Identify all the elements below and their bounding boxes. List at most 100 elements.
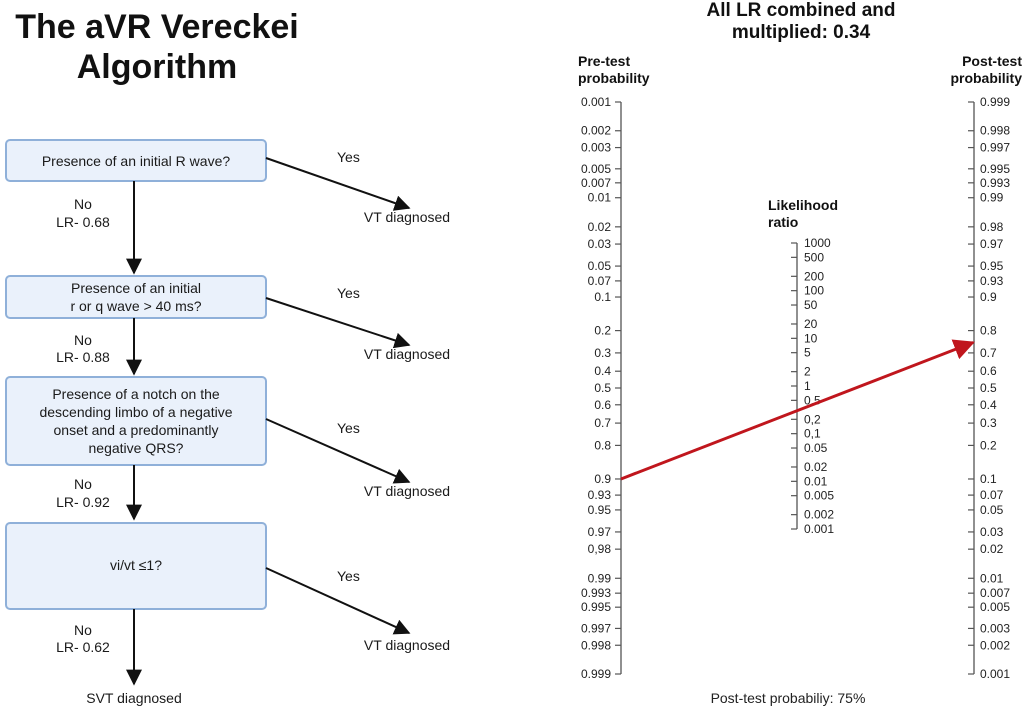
lr-tick-label: 1000 [804,236,831,250]
posttest-tick-label: 0.2 [980,438,997,452]
no-label: No [74,622,92,638]
posttest-tick-label: 0.993 [980,176,1010,190]
posttest-tick-label: 0.001 [980,667,1010,681]
posttest-tick-label: 0.7 [980,346,997,360]
yes-label: Yes [337,568,360,584]
pretest-tick-label: 0.9 [594,472,611,486]
pretest-tick-label: 0.005 [581,162,611,176]
pretest-tick-label: 0.001 [581,95,611,109]
nomogram-title-line-2: multiplied: 0.34 [732,22,871,43]
nomogram-title-line-1: All LR combined and [707,0,896,21]
question-text: descending limbo of a negative [39,404,232,420]
pretest-tick-label: 0.03 [588,237,612,251]
yes-label: Yes [337,285,360,301]
pretest-tick-label: 0.1 [594,290,611,304]
lr-tick-label: 0.001 [804,522,834,536]
question-text: r or q wave > 40 ms? [70,298,201,314]
no-label: No [74,196,92,212]
posttest-tick-label: 0.9 [980,290,997,304]
pretest-tick-label: 0.97 [588,525,612,539]
no-label: No [74,332,92,348]
pretest-tick-label: 0.007 [581,176,611,190]
vt-diagnosed-label: VT diagnosed [364,209,450,225]
flowchart-title-line-2: Algorithm [77,48,238,86]
pretest-ticks: 0.0010.0020.0030.0050.0070.010.020.030.0… [581,95,621,681]
pretest-tick-label: 0.997 [581,621,611,635]
pretest-tick-label: 0.01 [588,191,612,205]
vt-diagnosed-label: VT diagnosed [364,637,450,653]
pretest-tick-label: 0.999 [581,667,611,681]
lr-tick-label: 0.05 [804,441,828,455]
pretest-tick-label: 0.05 [588,259,612,273]
posttest-tick-label: 0.05 [980,503,1004,517]
posttest-tick-label: 0.005 [980,600,1010,614]
pretest-tick-label: 0.2 [594,324,611,338]
lr-axis-title: Likelihood [768,197,838,213]
pretest-tick-label: 0.6 [594,398,611,412]
posttest-axis-title: Post-test [962,53,1022,69]
posttest-tick-label: 0.5 [980,381,997,395]
pretest-tick-label: 0.998 [581,638,611,652]
pretest-tick-label: 0.93 [588,488,612,502]
lr-tick-label: 10 [804,331,818,345]
lr-label: LR- 0.62 [56,639,110,655]
flow-step-4: vi/vt ≤1? Yes VT diagnosed No LR- 0.62 [5,522,450,686]
pretest-tick-label: 0.002 [581,124,611,138]
question-text: Presence of an initial R wave? [42,153,231,169]
yes-arrow [265,567,411,635]
posttest-tick-label: 0.002 [980,638,1010,652]
lr-tick-label: 5 [804,346,811,360]
lr-tick-label: 200 [804,269,824,283]
lr-tick-label: 0,1 [804,427,821,441]
lr-tick-label: 2 [804,365,811,379]
yes-arrow [265,297,411,349]
lr-axis-title: ratio [768,214,798,230]
pretest-tick-label: 0.95 [588,503,612,517]
lr-label: LR- 0.88 [56,349,110,365]
posttest-tick-label: 0.02 [980,542,1004,556]
posttest-tick-label: 0.3 [980,416,997,430]
vt-diagnosed-label: VT diagnosed [364,483,450,499]
pretest-axis-title: probability [578,70,650,86]
pretest-tick-label: 0.3 [594,346,611,360]
pretest-tick-label: 0,98 [588,542,612,556]
lr-tick-label: 20 [804,317,818,331]
pretest-tick-label: 0.8 [594,438,611,452]
posttest-tick-label: 0.07 [980,488,1004,502]
posttest-tick-label: 0.8 [980,324,997,338]
lr-tick-label: 500 [804,250,824,264]
lr-label: LR- 0.92 [56,494,110,510]
posttest-probability-line [620,339,975,481]
pretest-tick-label: 0.07 [588,274,612,288]
lr-ticks: 10005002001005020105210,50,20,10.050.020… [791,236,834,536]
posttest-tick-label: 0.995 [980,162,1010,176]
lr-tick-label: 1 [804,379,811,393]
posttest-tick-label: 0.6 [980,364,997,378]
lr-tick-label: 0.005 [804,489,834,503]
question-box [5,376,267,466]
question-text: vi/vt ≤1? [110,557,162,573]
question-text: Presence of a notch on the [52,386,220,402]
lr-tick-label: 0.002 [804,508,834,522]
pretest-tick-label: 0.99 [588,571,612,585]
question-box [5,522,267,610]
posttest-tick-label: 0.1 [980,472,997,486]
question-text: negative QRS? [89,440,184,456]
yes-arrow [265,418,411,484]
yes-label: Yes [337,149,360,165]
question-text: onset and a predominantly [54,422,219,438]
svt-diagnosed-label: SVT diagnosed [86,690,181,706]
pretest-tick-label: 0.993 [581,586,611,600]
posttest-tick-label: 0.98 [980,220,1004,234]
fagan-nomogram: All LR combined and multiplied: 0.34 Pre… [578,0,1022,706]
yes-arrow [265,157,411,211]
pretest-tick-label: 0.5 [594,381,611,395]
posttest-result-text: Post-test probabiliy: 75% [711,690,866,706]
posttest-tick-label: 0.998 [980,124,1010,138]
lr-tick-label: 50 [804,298,818,312]
question-text: Presence of an initial [71,280,201,296]
lr-tick-label: 0.02 [804,460,828,474]
posttest-tick-label: 0.99 [980,191,1004,205]
posttest-tick-label: 0.4 [980,398,997,412]
